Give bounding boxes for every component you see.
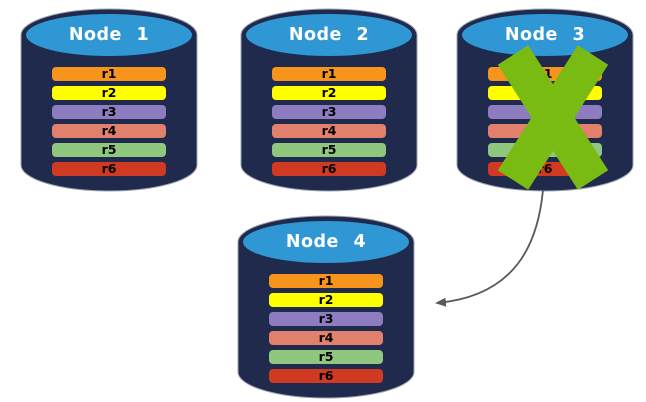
record-label: r3: [321, 104, 337, 119]
record-label: r6: [101, 161, 117, 176]
record-label: r4: [318, 330, 334, 345]
record-label: r1: [101, 66, 117, 81]
record-label: r6: [321, 161, 337, 176]
node-3: Node 3 r1 r2 r3 r4 r5 r6: [456, 8, 634, 192]
cylinder-top-ellipse: [462, 14, 628, 56]
record-label: r5: [318, 349, 334, 364]
record-list: r1 r2 r3 r4 r5 r6: [52, 67, 166, 181]
record-bar: r1: [269, 274, 383, 288]
record-label: r3: [318, 311, 334, 326]
record-label: r2: [101, 85, 117, 100]
failover-arrow-path: [435, 189, 544, 307]
record-label: r4: [321, 123, 337, 138]
record-bar: r3: [52, 105, 166, 119]
record-label: r3: [101, 104, 117, 119]
cylinder-top-ellipse: [246, 14, 412, 56]
cylinder-top-ellipse: [26, 14, 192, 56]
node-label: Node 1: [68, 25, 150, 45]
record-bar: r1: [272, 67, 386, 81]
record-label: r2: [318, 292, 334, 307]
record-label: r1: [318, 273, 334, 288]
node-4: Node 4 r1 r2 r3 r4 r5 r6: [237, 215, 415, 399]
record-bar: r3: [272, 105, 386, 119]
record-bar: r2: [272, 86, 386, 100]
node-2: Node 2 r1 r2 r3 r4 r5 r6: [240, 8, 418, 192]
record-bar: r4: [52, 124, 166, 138]
record-label: r6: [318, 368, 334, 383]
record-bar: r5: [52, 143, 166, 157]
record-bar: r4: [269, 331, 383, 345]
record-bar: r4: [272, 124, 386, 138]
cylinder-top-ellipse: [243, 221, 409, 263]
node-label: Node 2: [288, 25, 370, 45]
record-list: r1 r2 r3 r4 r5 r6: [269, 274, 383, 388]
failure-x-stroke: [497, 45, 609, 190]
record-bar: r3: [269, 312, 383, 326]
failover-arrow: [435, 189, 544, 307]
record-label: r1: [321, 66, 337, 81]
record-bar: r2: [269, 293, 383, 307]
record-bar: r6: [269, 369, 383, 383]
record-list: r1 r2 r3 r4 r5 r6: [272, 67, 386, 181]
record-bar: r2: [52, 86, 166, 100]
node-label: Node 3: [504, 25, 586, 45]
record-bar: r6: [272, 162, 386, 176]
record-label: r2: [321, 85, 337, 100]
node-label: Node 4: [285, 232, 367, 252]
record-label: r5: [321, 142, 337, 157]
record-bar: r6: [52, 162, 166, 176]
record-bar: r5: [272, 143, 386, 157]
record-bar: r5: [269, 350, 383, 364]
record-label: r4: [101, 123, 117, 138]
node-1: Node 1 r1 r2 r3 r4 r5 r6: [20, 8, 198, 192]
failure-x-icon: [497, 45, 609, 190]
record-bar: r1: [52, 67, 166, 81]
record-label: r5: [101, 142, 117, 157]
